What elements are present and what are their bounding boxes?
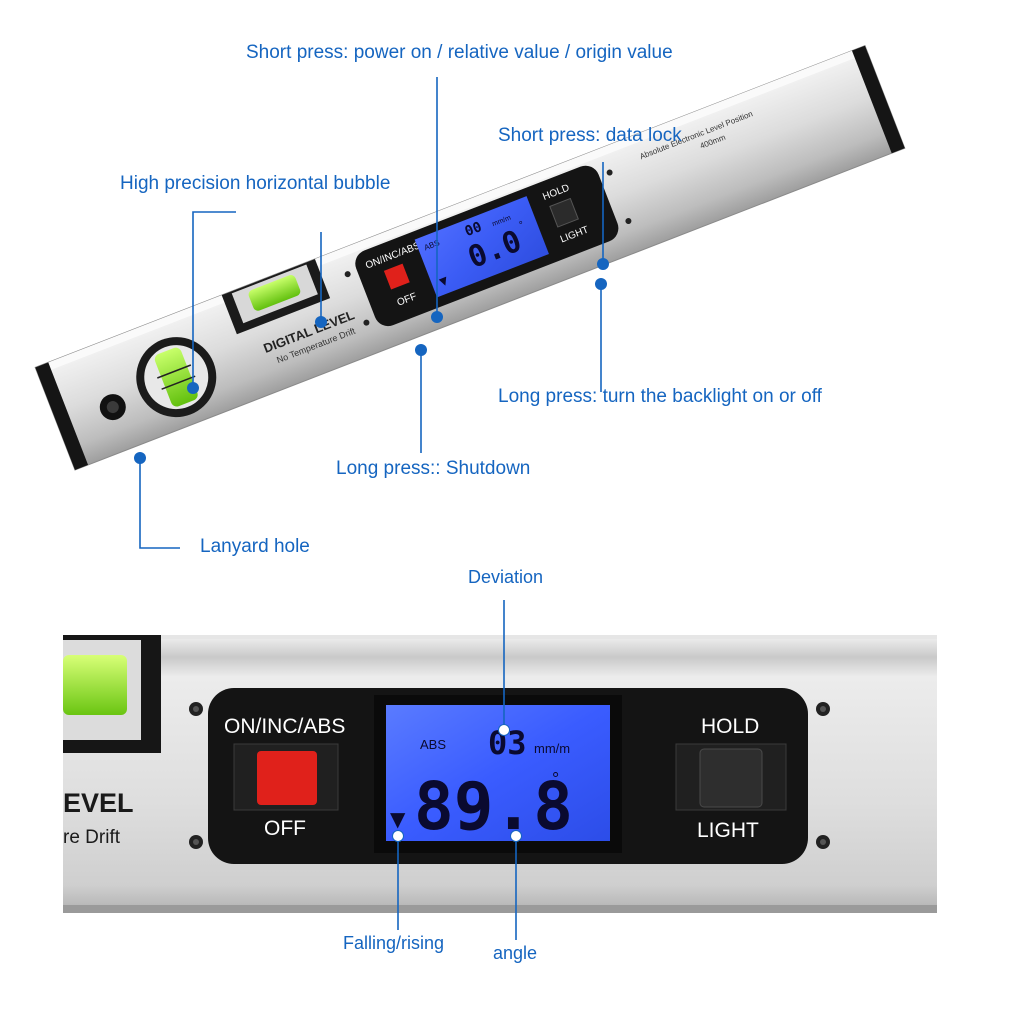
- bottom-brand-sub: re Drift: [63, 827, 121, 848]
- callout-power: Short press: power on / relative value /…: [246, 42, 673, 63]
- bottom-hold-button[interactable]: [699, 748, 763, 808]
- callout-falling-rising: Falling/rising: [343, 933, 445, 953]
- bottom-lcd-arrow: ▼: [390, 807, 406, 831]
- lcd-screen: [414, 196, 549, 298]
- end-cap-left: [35, 362, 89, 470]
- lcd-degree: °: [518, 220, 526, 232]
- bottom-lcd-mode: ABS: [420, 737, 446, 752]
- bottom-right-button-light: LIGHT: [697, 819, 759, 842]
- callout-deviation: Deviation: [468, 567, 544, 587]
- bottom-lcd-degree: °: [552, 769, 559, 789]
- callout-data-lock: Short press: data lock: [498, 125, 682, 146]
- callout-angle: angle: [493, 943, 538, 963]
- power-button[interactable]: [383, 263, 410, 290]
- end-cap-right: [851, 45, 905, 154]
- bottom-power-button[interactable]: [257, 751, 317, 805]
- bottom-lcd-screen: [386, 705, 610, 841]
- bottom-right-button-label: HOLD: [701, 715, 759, 738]
- bottom-left-button-off: OFF: [264, 817, 306, 840]
- hold-button[interactable]: [549, 197, 579, 228]
- callout-lanyard: Lanyard hole: [200, 536, 310, 557]
- lcd-arrow: [438, 276, 447, 286]
- callout-backlight: Long press: turn the backlight on or off: [498, 386, 822, 407]
- bottom-vial-bubble: [63, 655, 127, 715]
- lcd-small-value: 00: [463, 219, 485, 240]
- bottom-brand-partial: EVEL: [63, 788, 134, 818]
- bottom-lcd-unit: mm/m: [534, 741, 570, 756]
- callout-bubble: High precision horizontal bubble: [120, 173, 391, 194]
- bottom-left-button-label: ON/INC/ABS: [224, 715, 345, 738]
- callout-shutdown: Long press:: Shutdown: [336, 458, 531, 479]
- bottom-lcd-main-value: 89.8: [414, 768, 573, 845]
